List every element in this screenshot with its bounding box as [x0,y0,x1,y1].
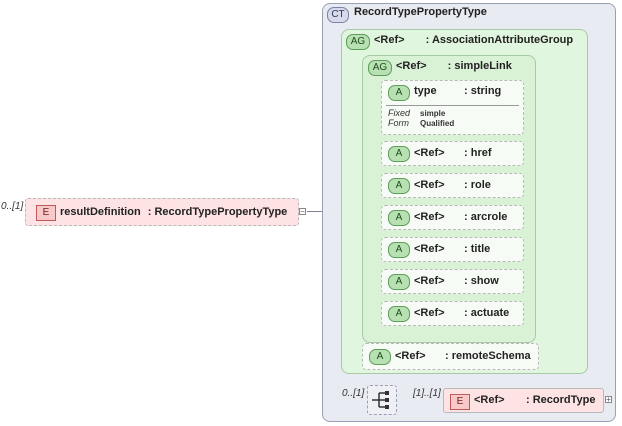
form-label: Form [388,118,409,128]
attribute-ref: <Ref> [414,275,445,287]
attribute-badge: A [388,210,410,226]
attribute-name: : remoteSchema [445,350,531,362]
complex-type-name: RecordTypePropertyType [354,6,487,18]
sequence-occurrence: 0..[1] [342,388,365,399]
attribute-arcrole[interactable]: A <Ref> : arcrole [381,205,524,230]
attribute-role[interactable]: A <Ref> : role [381,173,524,198]
type-attribute[interactable]: A type : string Fixed simple Form Qualif… [381,80,524,135]
attribute-ref: <Ref> [414,179,445,191]
attribute-type: : string [464,85,502,97]
attribute-actuate[interactable]: A <Ref> : actuate [381,301,524,326]
association-group-title: <Ref> : AssociationAttributeGroup [374,34,574,46]
fixed-label: Fixed [388,108,411,118]
attribute-name: : role [464,179,491,191]
sequence-compositor[interactable] [367,385,397,415]
attribute-badge: A [388,85,410,101]
attribute-ref: <Ref> [395,350,426,362]
attribute-ref: <Ref> [414,147,445,159]
attribute-badge: A [388,274,410,290]
element-name: : RecordType [526,394,596,406]
attribute-name: : arcrole [464,211,508,223]
ag-badge: AG [346,34,370,50]
complex-type-badge: CT [327,7,349,23]
record-type-occurrence: [1]..[1] [413,388,441,399]
attribute-name: : href [464,147,492,159]
attribute-divider [386,105,519,106]
attribute-name: type [414,85,437,97]
element-badge: E [450,394,470,410]
simple-link-title: <Ref> : simpleLink [396,60,512,72]
attribute-name: : actuate [464,307,510,319]
attribute-badge: A [388,306,410,322]
attribute-ref: <Ref> [414,307,445,319]
connector-root [307,211,335,212]
attribute-show[interactable]: A <Ref> : show [381,269,524,294]
attribute-ref: <Ref> [414,243,445,255]
attribute-remote-schema[interactable]: A <Ref> : remoteSchema [362,343,539,370]
element-ref: <Ref> [474,394,505,406]
record-type-element[interactable]: E <Ref> : RecordType [443,388,604,413]
root-occurrence: 0..[1] [1,201,24,212]
attribute-badge: A [388,178,410,194]
attribute-badge: A [369,349,391,365]
fixed-value: simple [420,109,446,118]
form-value: Qualified [420,119,455,128]
attribute-name: : show [464,275,499,287]
element-badge: E [36,205,56,221]
sequence-icon [372,391,389,409]
attribute-name: : title [464,243,491,255]
attribute-title[interactable]: A <Ref> : title [381,237,524,262]
ag-badge: AG [368,60,392,76]
collapse-toggle[interactable]: − [299,207,306,216]
attribute-ref: <Ref> [414,211,445,223]
attribute-badge: A [388,242,410,258]
attribute-href[interactable]: A <Ref> : href [381,141,524,166]
element-name: resultDefinition : RecordTypePropertyTyp… [60,206,288,218]
attribute-badge: A [388,146,410,162]
expand-toggle[interactable]: + [605,395,612,404]
result-definition-element[interactable]: E resultDefinition : RecordTypePropertyT… [25,198,299,226]
